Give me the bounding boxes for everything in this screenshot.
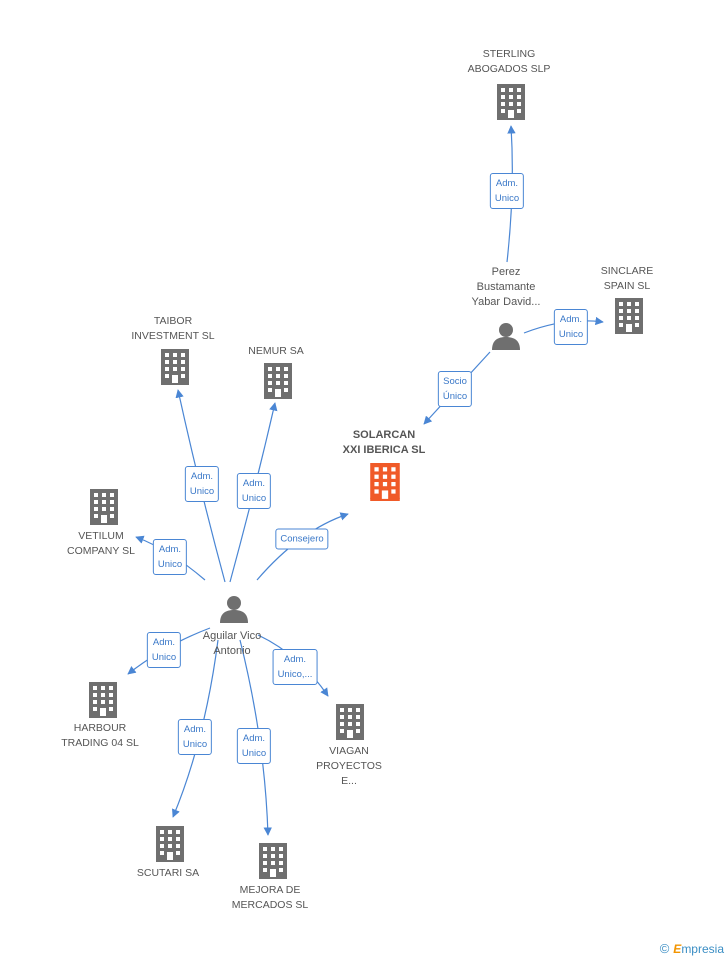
scutari-label[interactable]: SCUTARI SA xyxy=(136,867,200,879)
edge-label-aguilar-solarcan: Consejero xyxy=(275,528,329,550)
brand-initial: E xyxy=(673,942,682,956)
empresia-footer[interactable]: ©Empresia xyxy=(660,941,724,956)
edge-label-aguilar-nemur: Adm. Unico xyxy=(236,473,272,509)
taibor-building-icon[interactable] xyxy=(161,349,189,385)
edge-label-perez-sterling: Adm. Unico xyxy=(489,173,525,209)
edge-label-aguilar-vetilum: Adm. Unico xyxy=(152,539,188,575)
nemur-label[interactable]: NEMUR SA xyxy=(248,345,304,357)
edge-label-aguilar-taibor: Adm. Unico xyxy=(184,466,220,502)
perez-person-icon[interactable] xyxy=(492,323,520,350)
solarcan-label[interactable]: SOLARCAN XXI IBERICA SL xyxy=(342,429,426,456)
viagan-building-icon[interactable] xyxy=(336,704,364,740)
edge-label-aguilar-harbour: Adm. Unico xyxy=(146,632,182,668)
harbour-label[interactable]: HARBOUR TRADING 04 SL xyxy=(61,722,139,749)
vetilum-label[interactable]: VETILUM COMPANY SL xyxy=(67,530,135,557)
edge-label-perez-sinclare: Adm. Unico xyxy=(553,309,589,345)
scutari-building-icon[interactable] xyxy=(156,826,184,862)
viagan-label[interactable]: VIAGAN PROYECTOS E... xyxy=(316,745,382,787)
aguilar-label[interactable]: Aguilar Vico Antonio xyxy=(202,630,262,657)
vetilum-building-icon[interactable] xyxy=(90,489,118,525)
sinclare-label[interactable]: SINCLARE SPAIN SL xyxy=(600,265,654,292)
nemur-building-icon[interactable] xyxy=(264,363,292,399)
aguilar-person-icon[interactable] xyxy=(220,596,248,623)
edge-label-aguilar-scutari: Adm. Unico xyxy=(177,719,213,755)
edge-label-perez-solarcan: Socio Único xyxy=(437,371,473,407)
brand-name: mpresia xyxy=(681,942,724,956)
mejora-building-icon[interactable] xyxy=(259,843,287,879)
copyright-symbol: © xyxy=(659,941,670,956)
sterling-building-icon[interactable] xyxy=(497,84,525,120)
edge-label-aguilar-mejora: Adm. Unico xyxy=(236,728,272,764)
solarcan-building-icon[interactable] xyxy=(370,463,400,501)
taibor-label[interactable]: TAIBOR INVESTMENT SL xyxy=(131,315,215,342)
sinclare-building-icon[interactable] xyxy=(615,298,643,334)
mejora-label[interactable]: MEJORA DE MERCADOS SL xyxy=(231,884,309,911)
edge-label-aguilar-viagan: Adm. Unico,... xyxy=(272,649,318,685)
perez-label[interactable]: Perez Bustamante Yabar David... xyxy=(471,266,541,308)
harbour-building-icon[interactable] xyxy=(89,682,117,718)
sterling-label[interactable]: STERLING ABOGADOS SLP xyxy=(467,48,551,75)
